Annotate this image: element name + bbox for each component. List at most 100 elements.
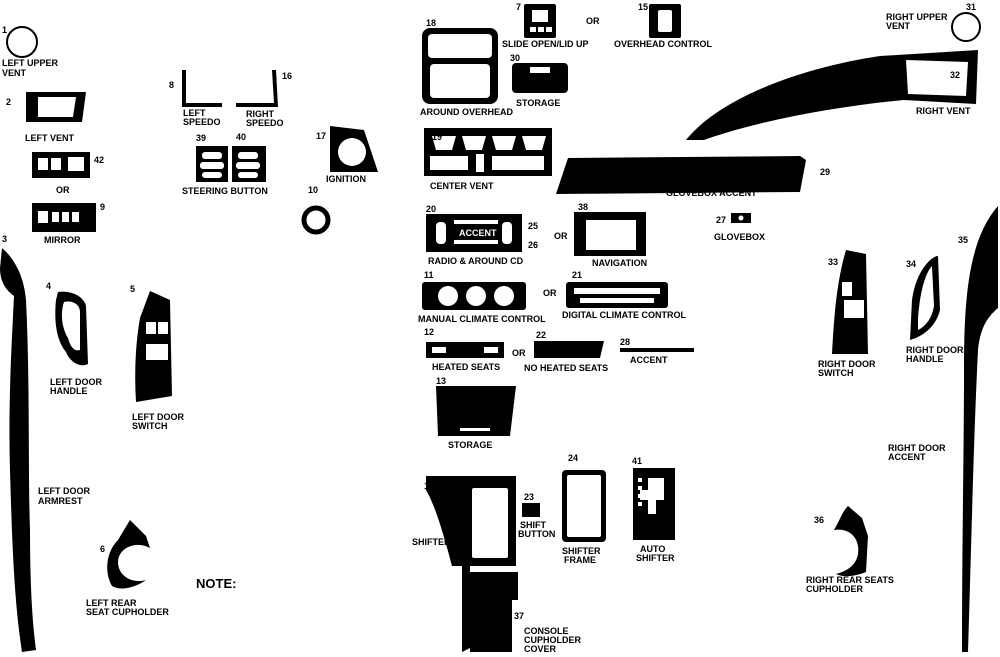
part-number-16: 16 (282, 71, 293, 81)
left-door-switch-piece (135, 291, 172, 402)
part-number-34: 34 (906, 259, 917, 269)
steering-button-piece-40 (232, 146, 266, 182)
left-door-armrest-piece (0, 248, 36, 652)
or-nav: OR (554, 231, 568, 241)
right-speedo-piece (236, 70, 278, 107)
center-vent-piece (424, 128, 552, 176)
right-rear-cupholder-piece (834, 506, 868, 577)
label-steering-button: STEERING BUTTON (182, 186, 268, 196)
right-vent-piece (686, 50, 978, 140)
part-number-24: 24 (568, 453, 579, 463)
left-rear-cupholder-piece (107, 520, 150, 589)
navigation-piece (574, 212, 646, 256)
part-number-3: 3 (2, 234, 8, 244)
label-right-door-accent-2: ACCENT (888, 452, 926, 462)
label-right-door-accent: RIGHT DOOR (888, 443, 946, 453)
label-left-rear-seat: LEFT REAR (86, 598, 137, 608)
label-shifter-frame-2: FRAME (564, 555, 596, 565)
or-climate: OR (543, 288, 557, 298)
or-seats: OR (512, 348, 526, 358)
label-right-rear-seats-2: CUPHOLDER (806, 584, 864, 594)
right-door-handle-piece (910, 256, 940, 340)
part-number-41: 41 (632, 456, 643, 466)
part-number-14: 14 (424, 481, 435, 491)
part-number-18: 18 (426, 18, 437, 28)
label-right-speedo: RIGHT (246, 109, 274, 119)
part-number-12: 12 (424, 327, 435, 337)
part-number-2: 2 (6, 97, 12, 107)
part-number-39: 39 (196, 133, 207, 143)
label-right-upper-vent-2: VENT (886, 21, 911, 31)
label-left-door-switch: LEFT DOOR (132, 412, 184, 422)
part-number-10: 10 (308, 185, 319, 195)
left-speedo-piece (182, 70, 222, 107)
part-number-29: 29 (820, 167, 831, 177)
part-number-40: 40 (236, 132, 247, 142)
label-right-speedo-2: SPEEDO (246, 118, 284, 128)
left-upper-vent-piece (6, 26, 38, 58)
part-number-32: 32 (950, 70, 961, 80)
or-mirror: OR (56, 185, 70, 195)
radio-around-cd-piece (426, 214, 522, 252)
heated-seats-piece (426, 342, 504, 358)
ignition-ring-piece (301, 205, 331, 235)
label-console-cupholder-3: COVER (524, 644, 557, 654)
shifter-piece (426, 476, 516, 652)
glovebox-piece (731, 213, 751, 223)
label-left-upper-vent-2: VENT (2, 68, 27, 78)
label-no-heated-seats: NO HEATED SEATS (524, 363, 609, 373)
label-left-rear-seat-2: SEAT CUPHOLDER (86, 607, 169, 617)
console-cupholder-cover-piece (470, 572, 518, 652)
part-number-20: 20 (426, 204, 437, 214)
label-left-door-switch-2: SWITCH (132, 421, 168, 431)
part-number-17: 17 (316, 131, 327, 141)
note-label: NOTE: (196, 576, 237, 591)
label-right-door-handle-2: HANDLE (906, 354, 944, 364)
label-ignition: IGNITION (326, 174, 366, 184)
part-number-35: 35 (958, 235, 969, 245)
label-right-door-switch: RIGHT DOOR (818, 359, 876, 369)
part-number-37: 37 (514, 611, 525, 621)
right-upper-vent-piece (951, 12, 981, 42)
part-number-22: 22 (536, 330, 547, 340)
part-number-31: 31 (966, 2, 977, 12)
part-number-21: 21 (572, 270, 583, 280)
part-number-28: 28 (620, 337, 631, 347)
label-left-vent: LEFT VENT (25, 133, 74, 143)
label-glovebox: GLOVEBOX (714, 232, 766, 242)
label-right-vent: RIGHT VENT (916, 106, 971, 116)
part-number-27: 27 (716, 215, 727, 225)
label-left-upper-vent: LEFT UPPER (2, 58, 59, 68)
label-left-door-handle-2: HANDLE (50, 386, 88, 396)
right-door-accent-piece (962, 206, 998, 652)
part-number-19: 19 (432, 132, 443, 142)
manual-climate-piece (422, 282, 526, 310)
label-mirror: MIRROR (44, 235, 81, 245)
label-manual-climate: MANUAL CLIMATE CONTROL (418, 314, 546, 324)
part-number-26: 26 (528, 240, 539, 250)
part-number-6: 6 (100, 544, 106, 554)
label-radio: RADIO & AROUND CD (428, 256, 524, 266)
part-number-33: 33 (828, 257, 839, 267)
part-number-9: 9 (100, 202, 106, 212)
label-accent-strip: ACCENT (630, 355, 668, 365)
or-overhead: OR (586, 16, 600, 26)
label-storage-overhead: STORAGE (516, 98, 561, 108)
part-number-42: 42 (94, 155, 105, 165)
label-left-door-armrest-2: ARMREST (38, 496, 83, 506)
steering-button-piece-39 (196, 146, 228, 182)
ignition-piece (330, 126, 378, 172)
label-accent-inner: ACCENT (459, 228, 497, 238)
label-shift-button-2: BUTTON (518, 529, 556, 539)
part-number-38: 38 (578, 202, 589, 212)
label-left-speedo-2: SPEEDO (183, 117, 221, 127)
label-glovebox-accent: GLOVEBOX ACCENT (666, 188, 757, 198)
left-vent-piece (26, 92, 86, 122)
label-digital-climate: DIGITAL CLIMATE CONTROL (562, 310, 686, 320)
overhead-storage-piece (512, 63, 568, 93)
label-auto-shifter-2: SHIFTER (636, 553, 675, 563)
label-auto-shifter: AUTO (640, 544, 666, 554)
part-number-7: 7 (516, 2, 522, 12)
accent-strip-piece (620, 348, 694, 352)
around-overhead-piece (422, 28, 498, 104)
